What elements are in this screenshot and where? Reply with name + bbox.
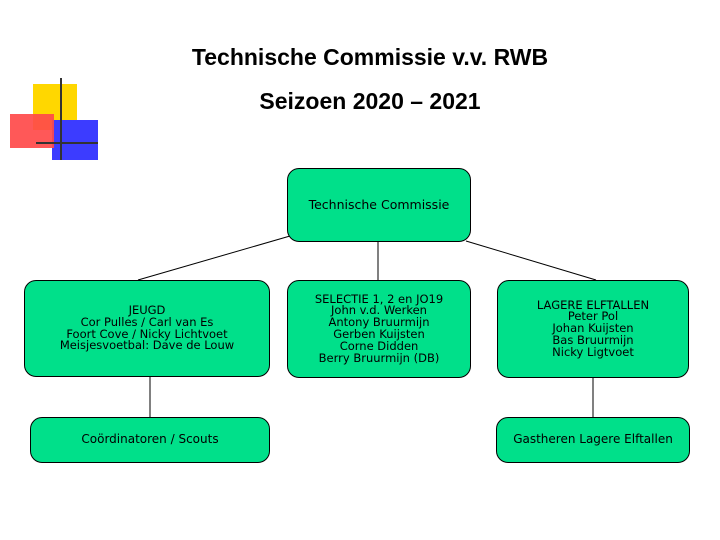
node-label: Coördinatoren / Scouts: [81, 432, 219, 447]
page-title: Technische Commissie v.v. RWB: [191, 44, 549, 70]
node-jeugd: JEUGD Cor Pulles / Carl van Es Foort Cov…: [24, 280, 270, 377]
deco-vertical-line: [60, 78, 62, 160]
node-gastheren: Gastheren Lagere Elftallen: [496, 417, 690, 463]
deco-blue-square: [52, 120, 98, 160]
node-label: LAGERE ELFTALLEN Peter Pol Johan Kuijste…: [536, 297, 650, 359]
page-subtitle: Seizoen 2020 – 2021: [259, 88, 481, 114]
node-label: JEUGD Cor Pulles / Carl van Es Foort Cov…: [59, 302, 235, 353]
node-coordinatoren-scouts: Coördinatoren / Scouts: [30, 417, 270, 463]
connector-root-jeugd: [137, 235, 291, 281]
node-selectie: SELECTIE 1, 2 en JO19 John v.d. Werken A…: [287, 280, 471, 378]
node-label: Gastheren Lagere Elftallen: [513, 432, 673, 447]
node-technische-commissie: Technische Commissie: [287, 168, 471, 242]
node-label: SELECTIE 1, 2 en JO19 John v.d. Werken A…: [314, 291, 444, 365]
node-label: Technische Commissie: [308, 197, 450, 213]
deco-horizontal-line: [36, 142, 98, 144]
connector-root-lagere: [465, 240, 597, 281]
node-lagere-elftallen: LAGERE ELFTALLEN Peter Pol Johan Kuijste…: [497, 280, 689, 378]
